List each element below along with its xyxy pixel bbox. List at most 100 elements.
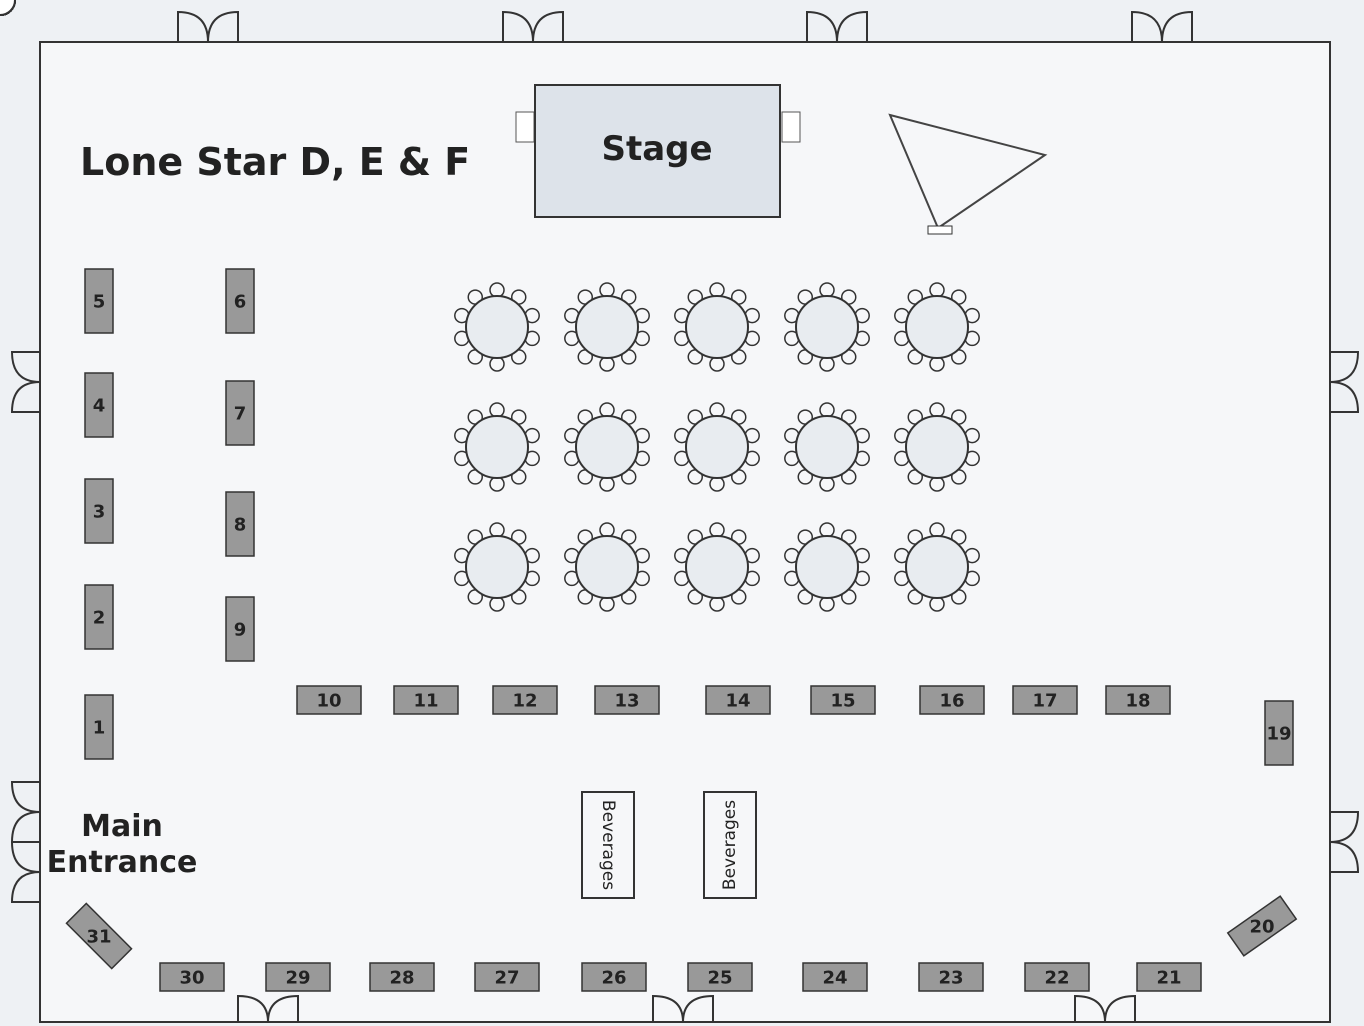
chair: [489, 356, 505, 372]
stage: Stage: [515, 84, 801, 218]
vendor-table-number: 31: [86, 927, 111, 948]
vendor-table-number: 27: [494, 968, 519, 989]
vendor-table-number: 4: [93, 396, 106, 417]
vendor-table-number: 20: [1249, 917, 1274, 938]
chair: [489, 522, 505, 538]
chair: [489, 402, 505, 418]
round-table: [674, 402, 760, 492]
vendor-table-number: 15: [830, 691, 855, 712]
vendor-table-number: 5: [93, 292, 106, 313]
entrance-label-line1: Main: [81, 809, 163, 844]
chair: [819, 402, 835, 418]
chair: [599, 402, 615, 418]
beverage-label: Beverages: [720, 800, 740, 890]
chair: [599, 596, 615, 612]
vendor-table-number: 16: [939, 691, 964, 712]
vendor-table-number: 6: [234, 292, 247, 313]
beverage-label: Beverages: [598, 800, 618, 890]
door: [1329, 811, 1360, 873]
round-table: [454, 402, 540, 492]
door: [10, 781, 41, 843]
chair: [489, 282, 505, 298]
vendor-table-number: 24: [822, 968, 847, 989]
vendor-table-number: 25: [707, 968, 732, 989]
vendor-table: 18: [0, 0, 1171, 715]
round-table: [784, 402, 870, 492]
chair: [819, 476, 835, 492]
round-table: [784, 282, 870, 372]
round-table: [674, 282, 760, 372]
beverage-station-2: Beverages: [703, 791, 757, 899]
vendor-table-number: 13: [614, 691, 639, 712]
round-table: [894, 522, 980, 612]
stage-label: Stage: [601, 129, 712, 169]
vendor-table-number: 14: [725, 691, 750, 712]
chair: [929, 476, 945, 492]
chair: [709, 476, 725, 492]
round-table: [564, 282, 650, 372]
door: [1074, 994, 1136, 1023]
chair: [929, 282, 945, 298]
chair: [599, 282, 615, 298]
door: [237, 994, 299, 1023]
door: [806, 10, 868, 43]
round-table: [564, 522, 650, 612]
vendor-table-number: 10: [316, 691, 341, 712]
chair: [929, 402, 945, 418]
round-table: [674, 522, 760, 612]
vendor-table: 30: [0, 0, 225, 992]
chair: [819, 356, 835, 372]
door: [502, 10, 564, 43]
chair: [819, 522, 835, 538]
chair: [709, 356, 725, 372]
door: [10, 841, 41, 903]
door: [652, 994, 714, 1023]
vendor-table-number: 21: [1156, 968, 1181, 989]
round-table: [894, 402, 980, 492]
chair: [489, 596, 505, 612]
door: [1329, 351, 1360, 413]
round-tables: [454, 282, 980, 612]
round-table: [894, 282, 980, 372]
vendor-table: 11: [0, 0, 459, 715]
vendor-table-number: 17: [1032, 691, 1057, 712]
chair: [709, 282, 725, 298]
chair: [709, 402, 725, 418]
entrance-label-line2: Entrance: [47, 845, 198, 880]
chair: [929, 522, 945, 538]
vendor-table-number: 1: [93, 718, 106, 739]
vendor-table-number: 12: [512, 691, 537, 712]
beverage-station-1: Beverages: [581, 791, 635, 899]
vendor-table-number: 2: [93, 608, 106, 629]
door: [1131, 10, 1193, 43]
vendor-table: 21: [0, 0, 1202, 992]
room-title: Lone Star D, E & F: [80, 140, 470, 184]
vendor-table: 17: [0, 0, 1078, 715]
vendor-table-number: 30: [179, 968, 204, 989]
chair: [709, 596, 725, 612]
chair: [599, 356, 615, 372]
chair: [929, 356, 945, 372]
vendor-table: 19: [0, 0, 1294, 766]
chair: [929, 596, 945, 612]
vendor-table: 25: [0, 0, 753, 992]
chair: [599, 476, 615, 492]
round-table: [454, 282, 540, 372]
vendor-table-number: 18: [1125, 691, 1150, 712]
vendor-table-number: 8: [234, 515, 247, 536]
doors: [10, 10, 1360, 1023]
chair: [489, 476, 505, 492]
vendor-table-number: 23: [938, 968, 963, 989]
vendor-table-number: 26: [601, 968, 626, 989]
projection-screen: [888, 113, 1048, 235]
chair: [599, 522, 615, 538]
chair: [819, 282, 835, 298]
vendor-table-number: 3: [93, 502, 106, 523]
vendor-table-number: 11: [413, 691, 438, 712]
round-table: [454, 522, 540, 612]
door: [10, 351, 41, 413]
vendor-table-number: 7: [234, 404, 247, 425]
vendor-table-number: 28: [389, 968, 414, 989]
